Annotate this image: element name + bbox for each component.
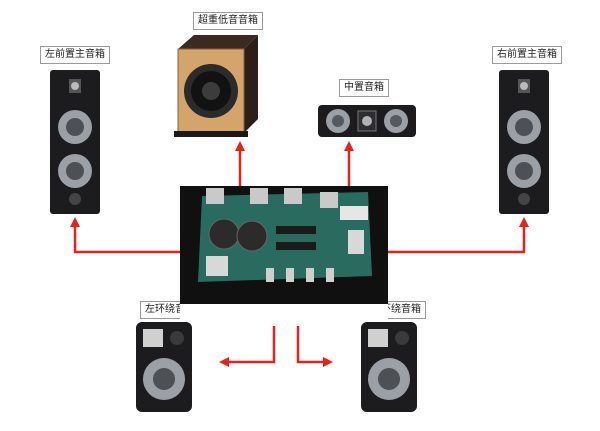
front-left-speaker-icon <box>50 70 100 214</box>
surround-left-speaker-icon <box>136 322 192 412</box>
arrow-to-surround-left <box>219 326 276 367</box>
front-right-speaker-icon <box>499 70 549 214</box>
subwoofer-icon <box>174 35 258 137</box>
label-front-right: 右前置主音箱 <box>492 46 562 64</box>
center-speaker-icon <box>318 105 416 137</box>
label-center: 中置音箱 <box>339 79 389 97</box>
label-front-left: 左前置主音箱 <box>40 46 110 64</box>
amplifier-board-icon <box>180 186 388 322</box>
surround-right-speaker-icon <box>361 322 417 412</box>
arrow-to-front-left <box>70 217 183 254</box>
arrow-to-surround-right <box>296 326 333 367</box>
arrow-to-front-right <box>387 217 529 254</box>
label-subwoofer: 超重低音音箱 <box>193 12 263 30</box>
